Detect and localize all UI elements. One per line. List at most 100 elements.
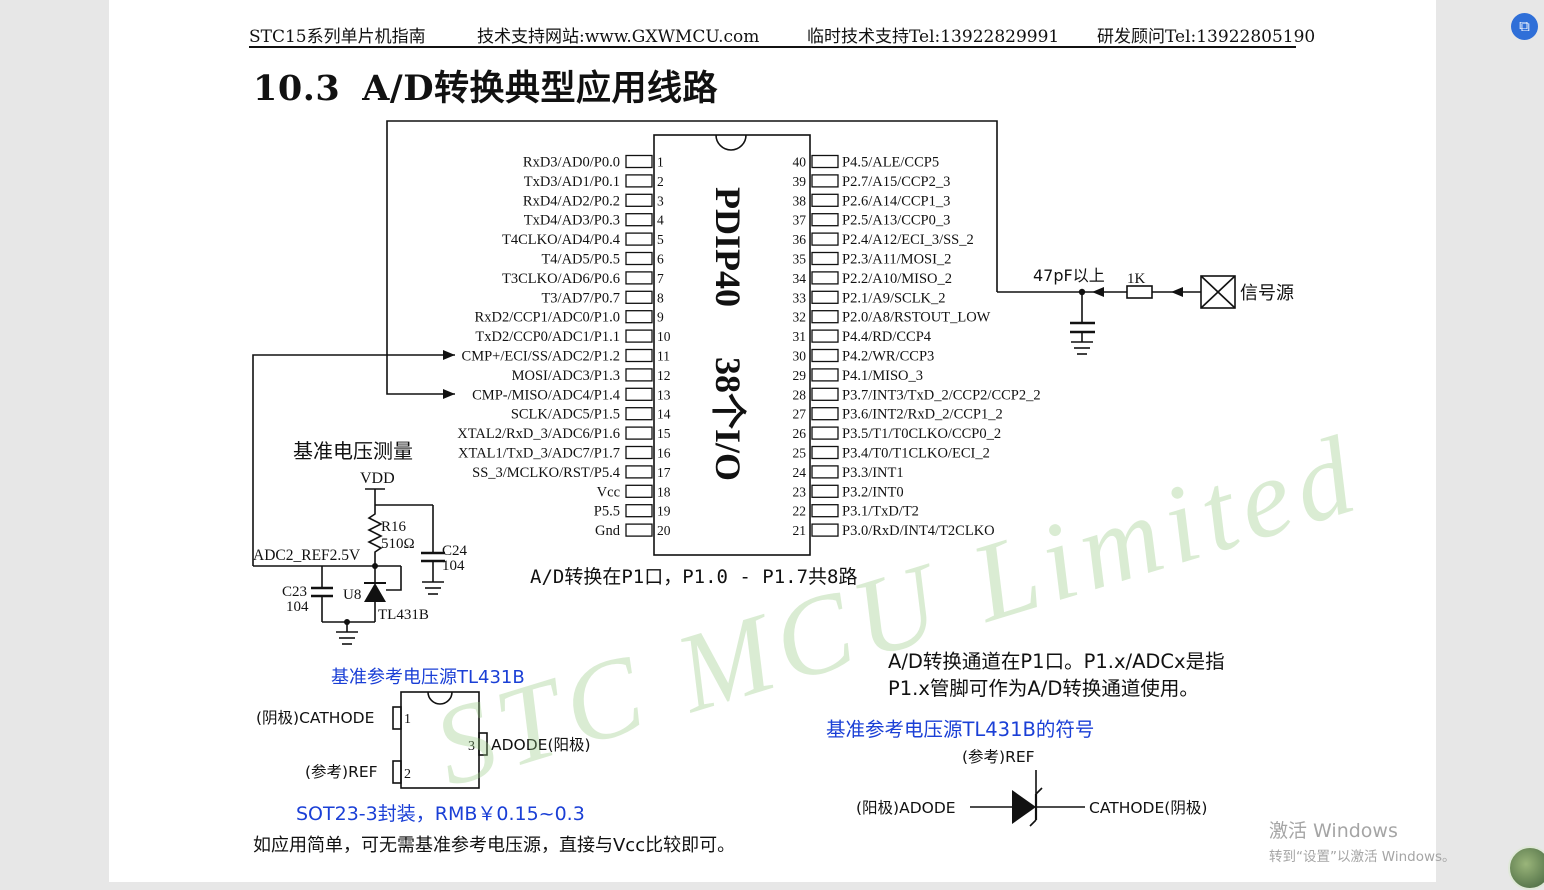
pin-15-number: 15 [657, 426, 671, 441]
pin-13-label: CMP-/MISO/ADC4/P1.4 [472, 387, 621, 403]
pin-38-label: P2.6/A14/CCP1_3 [842, 193, 950, 209]
pin-9-pad [625, 310, 653, 324]
pin-9-number: 9 [657, 310, 664, 325]
pin-35-pad [811, 251, 839, 266]
pin-11-label: CMP+/ECI/SS/ADC2/P1.2 [462, 349, 620, 365]
chip-io-label: 38个I/O [708, 357, 748, 481]
pin-22-label: P3.1/TxD/T2 [842, 504, 919, 520]
pin-36-number: 36 [793, 232, 807, 247]
ref-title: 基准电压测量 [293, 439, 413, 463]
pin-25-label: P3.4/T0/T1CLKO/ECI_2 [842, 446, 990, 462]
pin-12-number: 12 [657, 368, 671, 383]
pin-26-number: 26 [793, 426, 807, 441]
header-tel-rd: 研发顾问Tel:13922805190 [1097, 27, 1316, 47]
pin-4-number: 4 [657, 213, 664, 228]
c24-value: 104 [442, 558, 465, 574]
channel-note-line1: A/D转换通道在P1口。P1.x/ADCx是指 [888, 650, 1225, 673]
pin-10-number: 10 [657, 329, 671, 344]
c23-label: C23 [282, 584, 307, 600]
pin-25-pad [811, 445, 839, 460]
pin-20-label: Gnd [595, 523, 621, 539]
pin-32-pad [811, 310, 839, 324]
pin-39-number: 39 [793, 174, 807, 189]
pkg-pin3-label: ADODE(阳极) [491, 736, 591, 754]
pin-15-label: XTAL2/RxD_3/ADC6/P1.6 [457, 426, 620, 442]
pin-21-label: P3.0/RxD/INT4/T2CLKO [842, 523, 995, 539]
symbol-ref-label: (参考)REF [962, 748, 1035, 766]
pin-17-number: 17 [657, 465, 671, 480]
pin-18-number: 18 [657, 484, 671, 499]
footnote: 如应用简单，可无需基准参考电压源，直接与Vcc比较即可。 [253, 835, 735, 856]
windows-activation-title: 激活 Windows [1269, 820, 1398, 842]
pin-16-label: XTAL1/TxD_3/ADC7/P1.7 [458, 446, 620, 462]
pin-31-pad [811, 329, 839, 343]
pin-22-pad [811, 504, 839, 518]
pin-6-number: 6 [657, 252, 664, 267]
pin-17-pad [625, 465, 653, 479]
pin-28-pad [811, 387, 839, 401]
pin-32-number: 32 [793, 310, 807, 325]
pin-9-label: RxD2/CCP1/ADC0/P1.0 [475, 310, 620, 326]
pin-16-pad [625, 445, 653, 460]
pin-3-number: 3 [657, 193, 664, 208]
windows-activation: 激活 Windows 转到“设置”以激活 Windows。 [1269, 816, 1456, 865]
chip-package-label: PDIP40 [708, 187, 748, 307]
wire-ref [252, 354, 455, 566]
translate-icon[interactable]: ⧉ [1511, 13, 1538, 40]
avatar[interactable] [1508, 846, 1544, 890]
pin-23-label: P3.2/INT0 [842, 484, 904, 500]
pin-5-number: 5 [657, 232, 664, 247]
pin-30-label: P4.2/WR/CCP3 [842, 349, 934, 365]
pin-27-label: P3.6/INT2/RxD_2/CCP1_2 [842, 407, 1003, 423]
pin-2-number: 2 [657, 174, 664, 189]
pin-27-pad [811, 407, 839, 421]
pin-40-label: P4.5/ALE/CCP5 [842, 155, 939, 171]
pin-23-pad [811, 484, 839, 498]
pin-30-number: 30 [793, 349, 807, 364]
pin-26-pad [811, 426, 839, 440]
pin-18-label: Vcc [597, 484, 620, 500]
pkg-pin2-label: (参考)REF [305, 763, 378, 781]
header-rule [249, 46, 1296, 48]
pin-8-pad [625, 290, 653, 304]
tl431-label: TL431B [378, 607, 429, 623]
pin-7-label: T3CLKO/AD6/P0.6 [502, 271, 620, 287]
pin-12-label: MOSI/ADC3/P1.3 [512, 368, 620, 384]
channel-note-line2: P1.x管脚可作为A/D转换通道使用。 [888, 677, 1199, 700]
pin-1-number: 1 [657, 155, 664, 170]
adc-note: A/D转换在P1口，P1.0 - P1.7共8路 [530, 566, 857, 588]
pin-6-label: T4/AD5/P0.5 [541, 252, 620, 268]
pkg-pin3-num: 3 [468, 739, 475, 754]
pin-15-pad [625, 426, 653, 440]
pin-31-number: 31 [793, 329, 807, 344]
pin-26-label: P3.5/T1/T0CLKO/CCP0_2 [842, 426, 1001, 442]
tl431-price: SOT23-3封装，RMB￥0.15~0.3 [296, 803, 585, 825]
pin-40-pad [811, 154, 839, 169]
pin-12-pad [625, 368, 653, 382]
pin-14-label: SCLK/ADC5/P1.5 [511, 407, 620, 423]
symbol-cathode-label: CATHODE(阴极) [1089, 799, 1207, 817]
pin-38-pad [811, 193, 839, 207]
u8-diode [364, 583, 386, 602]
pin-14-number: 14 [657, 407, 671, 422]
cap-label: 47pF以上 [1033, 266, 1105, 285]
r16-label: R16 [381, 519, 407, 535]
pkg-pin2-num: 2 [404, 767, 411, 782]
pin-6-pad [625, 251, 653, 266]
pin-33-number: 33 [793, 290, 807, 305]
resistor-1k [1126, 285, 1153, 299]
signal-source-label: 信号源 [1240, 283, 1294, 304]
pin-14-pad [625, 407, 653, 421]
chip-pin-labels: 1RxD3/AD0/P0.02TxD3/AD1/P0.13RxD4/AD2/P0… [457, 155, 1040, 540]
pin-29-pad [811, 368, 839, 382]
pin-20-pad [625, 523, 653, 537]
pin-8-label: T3/AD7/P0.7 [541, 290, 620, 306]
pin-37-number: 37 [793, 213, 807, 228]
r16-value: 510Ω [381, 536, 415, 552]
r16-zigzag [367, 505, 383, 566]
document-page: STC15系列单片机指南 技术支持网站:www.GXWMCU.com 临时技术支… [109, 0, 1436, 882]
chip-pins [625, 154, 839, 537]
pin-7-number: 7 [657, 271, 664, 286]
chip-notch [715, 134, 747, 151]
